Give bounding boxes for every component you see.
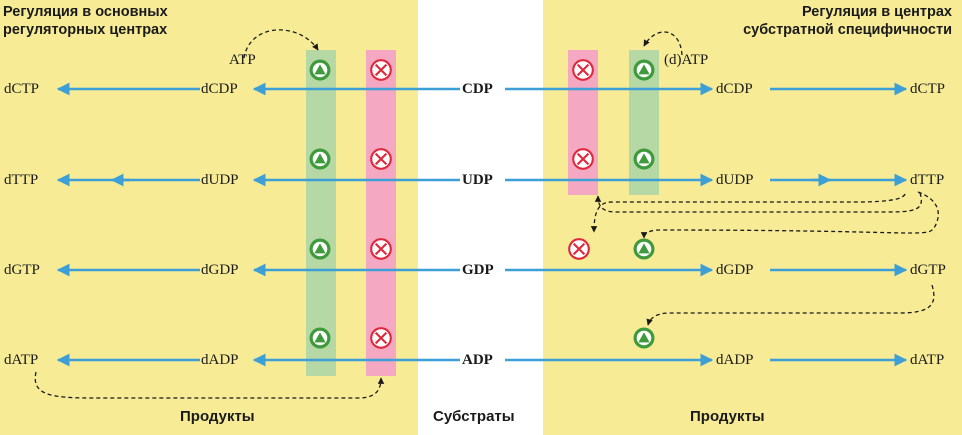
left-inhibitors: [370, 59, 392, 349]
right-panel: [543, 0, 962, 435]
red-cross-inhibitor-icon: [370, 59, 392, 81]
substrate-label: ADP: [462, 352, 493, 368]
red-cross-inhibitor-icon: [568, 238, 590, 260]
substrate-label: CDP: [462, 81, 493, 97]
right-intermediate-label: dCDP: [716, 81, 753, 97]
left-activators: [309, 59, 331, 349]
red-cross-inhibitor-icon: [370, 148, 392, 170]
right-intermediate-label: dUDP: [716, 172, 754, 188]
right-intermediate-label: dGDP: [716, 262, 754, 278]
green-triangle-activator-icon: [633, 59, 655, 81]
red-cross-inhibitor-icon: [370, 327, 392, 349]
right-title: Регуляция в центрах субстратной специфич…: [743, 3, 952, 39]
green-triangle-activator-icon: [309, 327, 331, 349]
green-triangle-activator-icon: [633, 238, 655, 260]
green-triangle-activator-icon: [309, 148, 331, 170]
right-product-label: dCTP: [910, 81, 946, 97]
left-title-line1: Регуляция в основных: [3, 4, 168, 20]
right-product-label: dTTP: [910, 172, 945, 188]
left-title-line2: регуляторных центрах: [3, 22, 168, 38]
green-triangle-activator-icon: [309, 59, 331, 81]
right-title-line2: субстратной специфичности: [743, 22, 952, 38]
right-inhibitors: [568, 59, 594, 260]
feedback-datp-to-left-inhibitor: [34, 371, 385, 399]
feedback-datp-to-right-activator: [643, 31, 683, 56]
feedback-atp-to-left-activator: [243, 29, 319, 59]
feedback-dttp-to-row3-inhibitor: [590, 193, 906, 233]
feedback-dttp-to-row3-activator: [640, 191, 939, 239]
substrate-label: GDP: [462, 262, 494, 278]
left-intermediate-label: dCDP: [201, 81, 238, 97]
green-triangle-activator-icon: [309, 238, 331, 260]
left-product-label: dGTP: [4, 262, 40, 278]
footer-right-products: Продукты: [690, 408, 765, 425]
right-activators: [633, 59, 655, 349]
red-cross-inhibitor-icon: [370, 238, 392, 260]
red-cross-inhibitor-icon: [572, 59, 594, 81]
footer-substrates: Субстраты: [433, 408, 515, 425]
right-product-label: dATP: [910, 352, 945, 368]
feedback-dttp-to-udp-band: [594, 192, 922, 213]
left-product-label: dATP: [4, 352, 39, 368]
left-product-label: dCTP: [4, 81, 40, 97]
right-effector-datp: (d)ATP: [664, 52, 709, 68]
left-panel: [0, 0, 418, 435]
left-title: Регуляция в основных регуляторных центра…: [3, 3, 168, 39]
red-cross-inhibitor-icon: [572, 148, 594, 170]
left-activation-band: [306, 50, 336, 376]
feedback-arrows: [34, 29, 939, 399]
feedback-dgtp-to-row4-activator: [646, 284, 935, 326]
left-effector-atp: ATP: [229, 52, 256, 68]
left-intermediate-label: dGDP: [201, 262, 239, 278]
left-product-label: dTTP: [4, 172, 39, 188]
green-triangle-activator-icon: [633, 148, 655, 170]
left-intermediate-label: dADP: [201, 352, 239, 368]
substrate-label: UDP: [462, 172, 493, 188]
footer-left-products: Продукты: [180, 408, 255, 425]
left-inhibition-band: [366, 50, 396, 376]
right-title-line1: Регуляция в центрах: [801, 4, 952, 20]
right-product-label: dGTP: [910, 262, 946, 278]
green-triangle-activator-icon: [633, 327, 655, 349]
left-intermediate-label: dUDP: [201, 172, 239, 188]
right-intermediate-label: dADP: [716, 352, 754, 368]
